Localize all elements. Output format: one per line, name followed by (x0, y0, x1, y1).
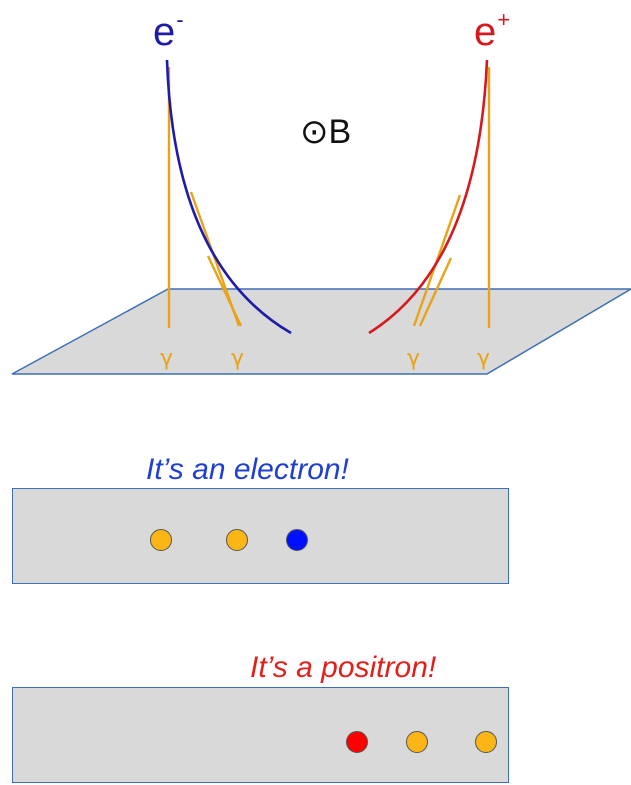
positron-detector-strip (12, 687, 509, 783)
gamma-label: γ (407, 346, 420, 371)
photon-hit-marker (406, 731, 428, 753)
electron-detector-strip (12, 488, 509, 584)
electron-label: e- (153, 7, 184, 54)
magnetic-field-label: ⊙B (300, 113, 351, 151)
photon-hit-marker (475, 731, 497, 753)
gamma-label: γ (160, 346, 173, 371)
positron-label: e+ (474, 7, 510, 54)
detector-plane (11, 288, 631, 375)
positron-track (368, 59, 489, 335)
gamma-label: γ (477, 346, 490, 371)
electron-caption: It’s an electron! (146, 453, 349, 486)
positron-hit-marker (346, 731, 368, 753)
electron-track (165, 59, 292, 335)
photon-hit-marker (150, 529, 172, 551)
photon-track-right-angled-lower (418, 257, 453, 327)
positron-caption: It’s a positron! (250, 651, 437, 684)
photon-track-left-angled-lower (206, 255, 243, 327)
photon-hit-marker (226, 529, 248, 551)
gamma-label: γ (231, 346, 244, 371)
electron-hit-marker (286, 529, 308, 551)
